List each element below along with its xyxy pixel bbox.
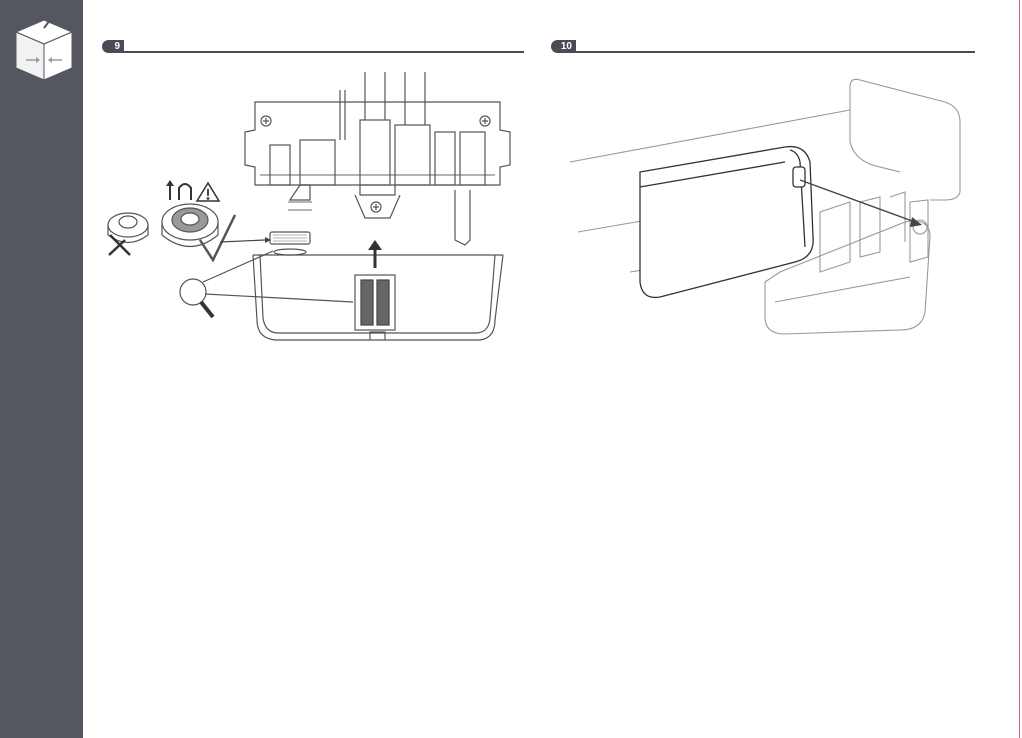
step-9-illustration <box>95 70 525 360</box>
water-tank-drawing <box>253 255 503 340</box>
magnifier-icon <box>180 279 213 317</box>
magnet-ring-correct <box>162 204 218 247</box>
alignment-arrow-drawing <box>800 180 922 227</box>
magnet-icon <box>179 184 191 200</box>
filter-valve-drawing <box>270 232 310 255</box>
step-9-header: 9 <box>102 40 524 56</box>
cover-drawing <box>640 147 813 298</box>
box-with-arrows-icon <box>14 18 74 82</box>
sidebar <box>0 0 83 738</box>
step-10-illustration <box>560 72 980 352</box>
lift-arrow-drawing <box>368 240 382 268</box>
step-number-badge: 10 <box>551 40 576 53</box>
step-number-badge: 9 <box>102 40 124 53</box>
cross-mark-icon <box>109 235 130 255</box>
step-10-header: 10 <box>551 40 975 56</box>
page-edge-line <box>1019 0 1020 738</box>
machine-base-drawing <box>245 72 510 245</box>
warning-icon <box>197 183 219 201</box>
step-header-rule <box>576 51 975 53</box>
step-header-rule <box>124 51 524 53</box>
